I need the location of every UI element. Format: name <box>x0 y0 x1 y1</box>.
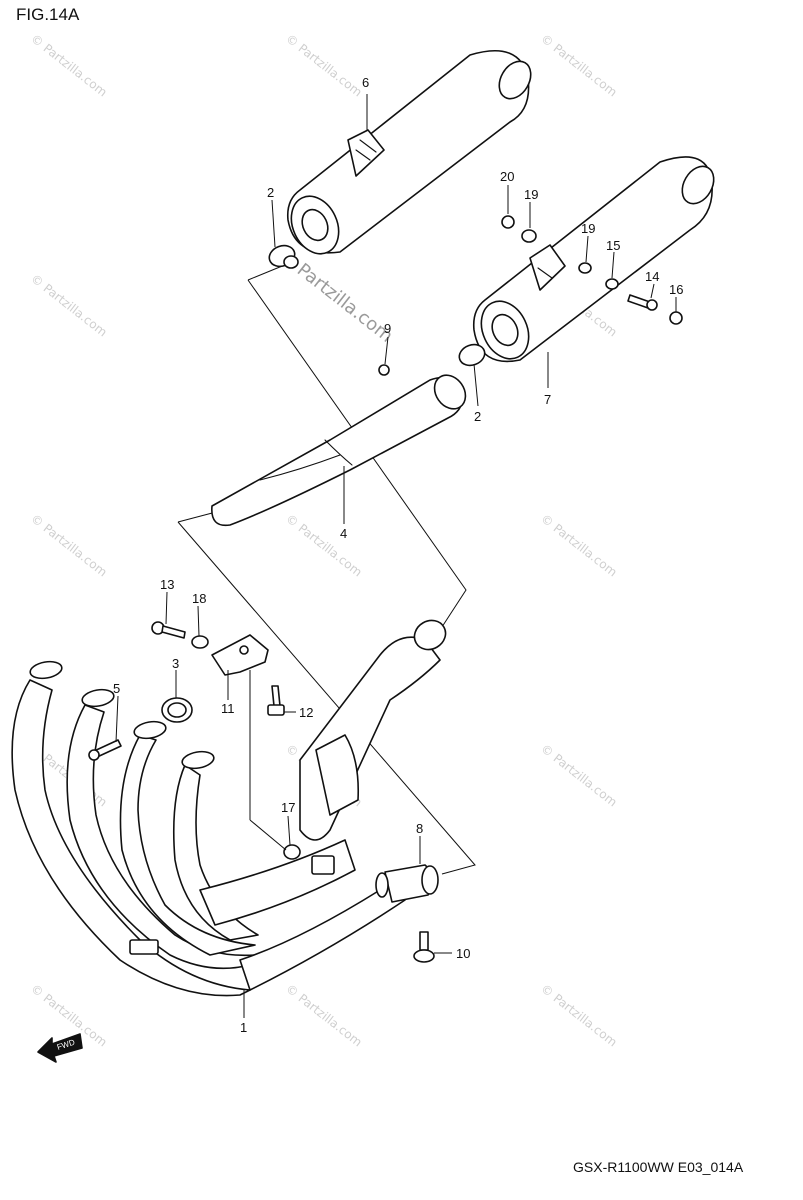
callout-1: 1 <box>240 1020 247 1035</box>
clamp-lower[interactable] <box>456 341 487 369</box>
callout-12: 12 <box>299 705 313 720</box>
muffler-upper[interactable] <box>282 49 537 262</box>
nut-20[interactable] <box>501 215 515 229</box>
watermark-text: © Partzilla.com <box>283 31 365 99</box>
callout-15: 15 <box>606 238 620 253</box>
clamp-upper[interactable] <box>266 242 299 270</box>
watermark-text: © Partzilla.com <box>538 31 620 99</box>
cap-16[interactable] <box>669 311 683 325</box>
callout-20: 20 <box>500 169 514 184</box>
bolt-14[interactable] <box>627 294 658 311</box>
callout-2-lower: 2 <box>474 409 481 424</box>
washer-19-lower[interactable] <box>578 262 592 274</box>
callout-7: 7 <box>544 392 551 407</box>
watermark-text: © Partzilla.com <box>538 511 620 579</box>
watermark-text: © Partzilla.com <box>28 271 110 339</box>
callout-5: 5 <box>113 681 120 696</box>
watermark-text: © Partzilla.com <box>28 31 110 99</box>
callout-17: 17 <box>281 800 295 815</box>
model-code: GSX-R1100WW E03_014A <box>573 1159 744 1175</box>
connector-pipe[interactable] <box>211 369 472 527</box>
bracket-11[interactable] <box>211 634 269 676</box>
gasket-3[interactable] <box>161 697 193 723</box>
washer-19-upper[interactable] <box>521 229 537 243</box>
callout-3: 3 <box>172 656 179 671</box>
washer-15[interactable] <box>605 278 619 290</box>
watermark-text: © Partzilla.com <box>28 511 110 579</box>
callout-9: 9 <box>384 321 391 336</box>
bolt-5[interactable] <box>88 739 122 761</box>
callout-8: 8 <box>416 821 423 836</box>
leader-lines <box>115 94 677 1018</box>
bolt-13[interactable] <box>151 621 186 639</box>
watermark-text: © Partzilla.com <box>283 511 365 579</box>
callout-18: 18 <box>192 591 206 606</box>
bush-18[interactable] <box>191 635 209 649</box>
bolt-12[interactable] <box>267 685 285 716</box>
cushion-17[interactable] <box>283 844 301 860</box>
watermark-main-text: Partzilla.com <box>293 259 397 346</box>
figure-label: FIG.14A <box>16 5 80 24</box>
bolt-10[interactable] <box>413 931 435 963</box>
callout-labels: 6 2 20 19 19 15 14 16 9 7 2 4 13 18 3 5 … <box>113 75 683 1035</box>
watermark-text: © Partzilla.com <box>283 981 365 1049</box>
exhaust-header-pipes[interactable] <box>11 615 451 997</box>
fwd-arrow: FWD <box>37 1033 83 1063</box>
muffler-lower[interactable] <box>472 156 720 367</box>
callout-6: 6 <box>362 75 369 90</box>
callout-10: 10 <box>456 946 470 961</box>
exhaust-joint[interactable] <box>375 864 439 903</box>
callout-2-upper: 2 <box>267 185 274 200</box>
callout-19-lower: 19 <box>581 221 595 236</box>
callout-16: 16 <box>669 282 683 297</box>
callout-14: 14 <box>645 269 659 284</box>
callout-19-upper: 19 <box>524 187 538 202</box>
callout-4: 4 <box>340 526 347 541</box>
nut-9[interactable] <box>378 364 390 376</box>
watermark-text: © Partzilla.com <box>538 981 620 1049</box>
callout-11: 11 <box>221 701 235 716</box>
callout-13: 13 <box>160 577 174 592</box>
watermark-text: © Partzilla.com <box>538 741 620 809</box>
